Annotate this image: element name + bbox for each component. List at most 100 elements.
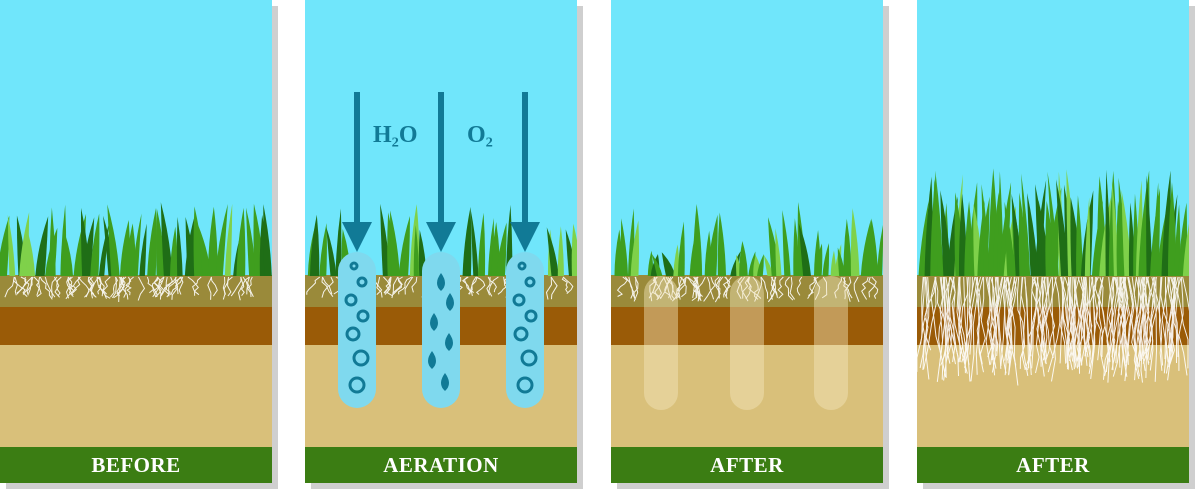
root-strand xyxy=(384,276,392,294)
root-strand xyxy=(868,276,877,298)
root-strand xyxy=(845,276,852,302)
root-strand xyxy=(1097,276,1110,380)
grass-blade xyxy=(739,241,748,276)
grass-mid-right xyxy=(462,204,513,276)
root-strand xyxy=(1178,276,1188,376)
topsoil-layer xyxy=(0,275,272,307)
grass-blade xyxy=(798,223,811,276)
root-strand xyxy=(1147,276,1155,359)
root-strand xyxy=(784,276,794,301)
root-strand xyxy=(1003,276,1013,376)
root-strand xyxy=(1154,276,1158,382)
grass-blade xyxy=(1146,175,1153,276)
root-strand xyxy=(65,276,75,300)
root-strand xyxy=(328,276,334,295)
root-strand xyxy=(696,276,701,300)
root-strand xyxy=(90,276,100,299)
root-strand xyxy=(922,276,930,371)
label-bar xyxy=(917,447,1189,483)
grass-blade xyxy=(837,247,846,276)
grass-blade xyxy=(496,222,507,276)
root-strand xyxy=(26,276,34,296)
root-strand xyxy=(1112,276,1125,377)
root-strand xyxy=(703,276,716,302)
root-strand xyxy=(842,276,853,299)
root-strand xyxy=(1144,276,1159,364)
root-strand xyxy=(487,276,497,293)
root-strand xyxy=(1090,276,1096,379)
root-strand xyxy=(985,276,999,346)
root-strand xyxy=(170,276,181,296)
root-strand xyxy=(116,276,127,297)
root-strand xyxy=(678,276,683,300)
grass-mid-left xyxy=(677,204,727,276)
root-strand xyxy=(772,276,778,298)
root-strand xyxy=(1060,276,1075,363)
panel-after-1: AFTER xyxy=(611,0,883,483)
grass-blade xyxy=(207,206,218,276)
root-strand xyxy=(1073,276,1080,374)
root-strand xyxy=(462,276,474,294)
subsoil-layer xyxy=(0,345,272,447)
panel-aeration: H₂O O₂ AERATION xyxy=(305,0,577,483)
panel-label-aeration: AERATION xyxy=(383,453,499,477)
root-strand xyxy=(1135,276,1150,371)
grass-blade xyxy=(876,224,883,276)
root-strand xyxy=(975,276,984,375)
root-strand xyxy=(950,276,959,377)
root-strand xyxy=(1115,276,1126,364)
panel-label-after-2: AFTER xyxy=(1016,453,1090,477)
root-strand xyxy=(1175,276,1180,363)
grass-blade xyxy=(90,213,100,276)
oxygen-bubble-icon xyxy=(352,349,370,367)
root-strand xyxy=(488,276,499,297)
root-strand xyxy=(920,276,929,345)
root-strand xyxy=(163,276,173,298)
water-drop-icon xyxy=(446,293,454,311)
grass-blade xyxy=(1182,223,1189,276)
root-strand xyxy=(475,276,486,295)
panel-before-scene xyxy=(0,0,272,483)
grass-short xyxy=(730,241,774,276)
subsoil-layer xyxy=(611,345,883,447)
root-strand xyxy=(970,276,978,382)
root-strand xyxy=(994,276,1002,369)
grass-before xyxy=(0,202,272,276)
grass-blade xyxy=(126,223,137,276)
oxygen-bubble-icon xyxy=(356,276,368,288)
root-strand xyxy=(808,276,819,297)
root-strand xyxy=(1004,276,1012,376)
root-strand xyxy=(545,276,553,300)
root-strand xyxy=(1040,276,1045,377)
root-strand xyxy=(1140,276,1150,357)
root-strand xyxy=(152,276,165,298)
root-strand xyxy=(39,276,53,300)
grass-blade xyxy=(822,243,830,276)
root-strand xyxy=(987,276,995,358)
oxygen-bubble-icon xyxy=(524,276,536,288)
root-strand xyxy=(210,276,218,297)
grass-blade xyxy=(981,184,991,276)
grass-right xyxy=(843,208,883,276)
grass-blade xyxy=(35,216,49,276)
root-strand xyxy=(1004,276,1013,361)
root-strand xyxy=(1105,276,1114,373)
root-strand xyxy=(919,276,926,369)
root-strand xyxy=(917,277,925,372)
root-strand xyxy=(796,276,803,296)
root-strand xyxy=(1060,276,1070,367)
grass-blade xyxy=(918,200,929,276)
root-strand xyxy=(391,276,399,299)
grass-blade xyxy=(398,215,410,276)
root-strand xyxy=(675,276,687,300)
root-strand xyxy=(71,276,81,294)
root-strand xyxy=(385,276,393,297)
oxygen-bubble-icon xyxy=(520,349,538,367)
healed-core-hole xyxy=(644,276,678,410)
grass-blade xyxy=(630,220,640,276)
root-strand xyxy=(630,276,639,299)
root-strand xyxy=(463,276,471,295)
grass-blade xyxy=(571,223,577,276)
root-strand xyxy=(861,276,869,300)
arrow-down-icon xyxy=(510,222,540,252)
